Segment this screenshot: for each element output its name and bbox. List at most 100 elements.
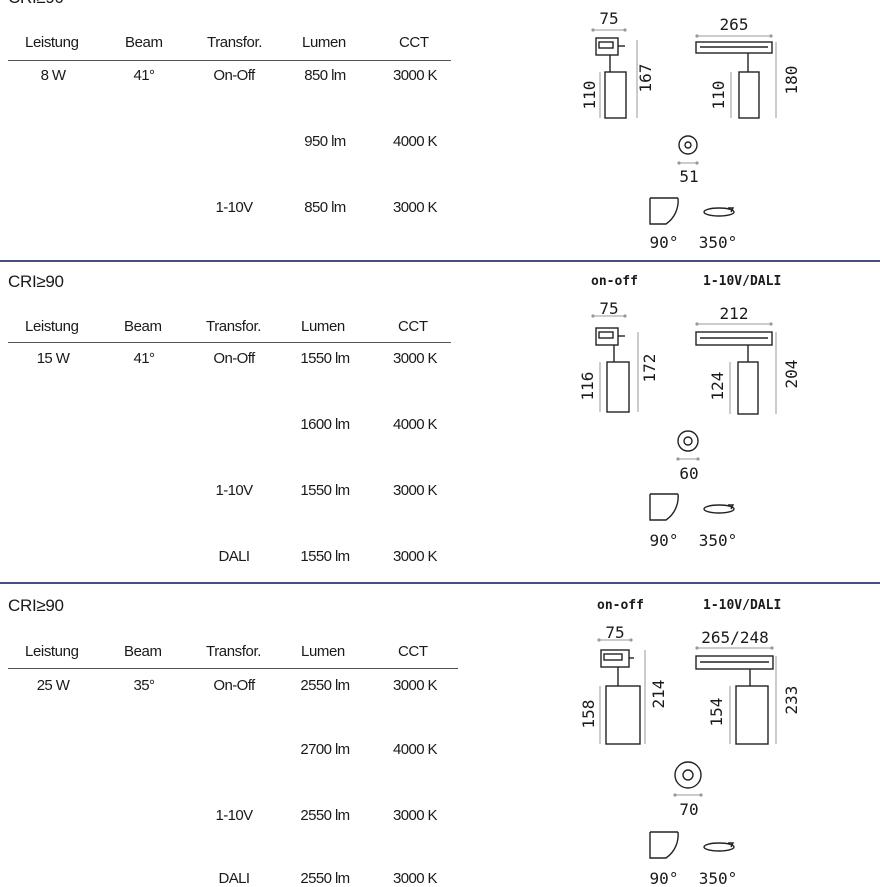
cell-transformer: On-Off [213, 350, 255, 367]
rotation-icon: 350° [699, 207, 738, 252]
cell-beam: 41° [133, 350, 155, 367]
diameter-icon: 51 [677, 135, 699, 186]
col-header-transfor: Transfor. [206, 318, 262, 335]
cell-power: 25 W [36, 677, 70, 694]
tilt-angle: 90° [650, 869, 679, 887]
label-dali: 1-10V/DALI [703, 274, 782, 289]
col-header-transfor: Transfor. [206, 643, 262, 660]
technical-drawing: 75 110 167 265 110 180 [580, 9, 801, 252]
cell-cct: 4000 K [393, 741, 438, 758]
col-header-cct: CCT [398, 318, 428, 335]
col-header-lumen: Lumen [301, 643, 345, 660]
rotation-angle: 350° [699, 869, 738, 887]
cri-label: CRI≥90 [8, 0, 64, 8]
tilt-icon: 90° [649, 493, 679, 550]
cell-lumen: 950 lm [304, 133, 346, 150]
rotation-angle: 350° [699, 233, 738, 252]
label-on-off: on-off [597, 598, 644, 613]
cell-cct: 3000 K [393, 677, 438, 694]
dim-h2: 167 [636, 64, 655, 93]
rotation-icon: 350° [699, 842, 738, 887]
col-header-beam: Beam [124, 318, 162, 335]
col-header-beam: Beam [125, 34, 163, 51]
dim-width-large: 212 [720, 304, 749, 323]
technical-drawing: 75 158 214 265/248 154 233 [579, 623, 801, 887]
dim-h3: 154 [707, 698, 726, 727]
cell-beam: 35° [133, 677, 155, 694]
cell-beam: 41° [133, 67, 155, 84]
technical-drawing: 75 116 172 212 124 204 60 [578, 299, 801, 550]
tilt-icon: 90° [649, 831, 679, 887]
cell-cct: 3000 K [393, 350, 438, 367]
col-header-leistung: Leistung [25, 34, 79, 51]
diameter-icon: 70 [673, 761, 703, 819]
side-view-icon: 75 158 214 [579, 623, 668, 745]
cell-lumen: 2550 lm [300, 807, 350, 824]
dim-h2: 214 [649, 680, 668, 709]
cell-power: 15 W [36, 350, 70, 367]
dim-h3: 110 [709, 81, 728, 110]
col-header-cct: CCT [398, 643, 428, 660]
col-header-beam: Beam [124, 643, 162, 660]
dim-h4: 180 [782, 66, 801, 95]
product-section-2: CRI≥90 Leistung Beam Transfor. Lumen CCT… [0, 262, 880, 582]
cri-label: CRI≥90 [8, 272, 64, 291]
cell-cct: 4000 K [393, 133, 438, 150]
label-dali: 1-10V/DALI [703, 598, 782, 613]
cell-cct: 4000 K [393, 416, 438, 433]
cell-transformer: 1-10V [215, 482, 253, 499]
rotation-angle: 350° [699, 531, 738, 550]
dim-width-small: 75 [599, 9, 618, 28]
dim-h1: 110 [580, 81, 599, 110]
cell-lumen: 850 lm [304, 67, 346, 84]
cell-cct: 3000 K [393, 199, 438, 216]
cell-lumen: 1600 lm [300, 416, 350, 433]
dim-diameter: 51 [679, 167, 698, 186]
cell-transformer: On-Off [213, 677, 255, 694]
cell-power: 8 W [40, 67, 66, 84]
cell-lumen: 2700 lm [300, 741, 350, 758]
col-header-leistung: Leistung [25, 643, 79, 660]
dim-h1: 116 [578, 372, 597, 401]
cell-lumen: 1550 lm [300, 482, 350, 499]
dim-width-large: 265/248 [701, 628, 768, 647]
dim-diameter: 60 [679, 464, 698, 483]
label-on-off: on-off [591, 274, 638, 289]
cell-transformer: DALI [218, 548, 251, 565]
side-view-icon: 75 116 172 [578, 299, 659, 413]
cell-cct: 3000 K [393, 482, 438, 499]
table-header-rule [8, 668, 458, 669]
table-header-rule [8, 342, 451, 343]
dim-h2: 172 [640, 354, 659, 383]
cell-transformer: 1-10V [215, 199, 253, 216]
cell-lumen: 1550 lm [300, 548, 350, 565]
front-view-icon: 212 124 204 [695, 304, 801, 415]
dim-h4: 233 [782, 686, 801, 715]
cell-lumen: 850 lm [304, 199, 346, 216]
side-view-icon: 75 110 167 [580, 9, 655, 119]
tilt-icon: 90° [649, 197, 679, 252]
cri-label: CRI≥90 [8, 596, 64, 615]
section-divider [0, 260, 880, 262]
cell-transformer: 1-10V [215, 807, 253, 824]
cell-cct: 3000 K [393, 807, 438, 824]
dim-width-small: 75 [599, 299, 618, 318]
dim-diameter: 70 [679, 800, 698, 819]
col-header-lumen: Lumen [301, 318, 345, 335]
table-header-rule [8, 60, 451, 61]
dim-width-large: 265 [720, 15, 749, 34]
dim-width-small: 75 [605, 623, 624, 642]
front-view-icon: 265/248 154 233 [695, 628, 801, 745]
section-divider [0, 582, 880, 584]
diameter-icon: 60 [676, 430, 700, 483]
col-header-leistung: Leistung [25, 318, 79, 335]
cell-lumen: 2550 lm [300, 677, 350, 694]
rotation-icon: 350° [699, 504, 738, 550]
dim-h1: 158 [579, 700, 598, 729]
cell-cct: 3000 K [393, 548, 438, 565]
col-header-transfor: Transfor. [207, 34, 263, 51]
tilt-angle: 90° [650, 531, 679, 550]
dim-h3: 124 [708, 372, 727, 401]
cell-cct: 3000 K [393, 67, 438, 84]
col-header-lumen: Lumen [302, 34, 346, 51]
